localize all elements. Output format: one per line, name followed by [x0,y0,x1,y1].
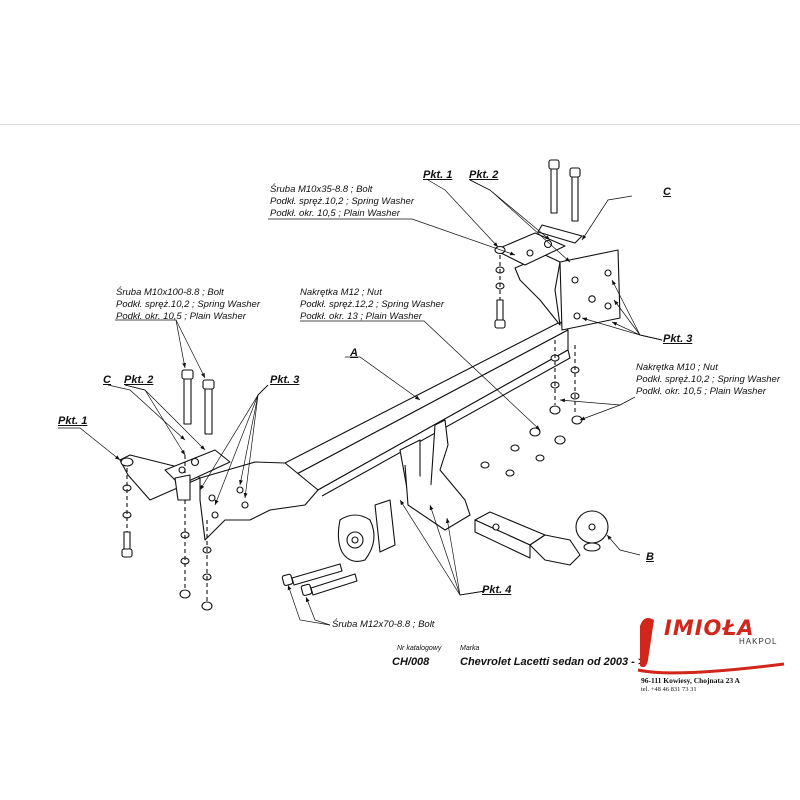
bolt-m12-label: Śruba M12x70-8.8 ; Bolt [332,619,435,630]
brand-address: 96-111 Kowiesy, Chojnata 23 A [641,676,740,685]
callout-pkt2-top: Pkt. 2 [469,169,499,181]
nut-m12-label-1: Nakrętka M12 ; Nut [300,287,382,298]
right-bracket [494,224,621,331]
hitch-plates [399,419,471,531]
bolt-left-label-3: Podkł. okr. 10,5 ; Plain Washer [116,311,246,322]
socket-plate [337,499,396,562]
bolt-top-right-label-1: Śruba M10x35-8.8 ; Bolt [270,184,373,195]
bolt-top-right-label-2: Podkł. spręż.10,2 ; Spring Washer [270,196,414,207]
brand-tel: tel. +48 46 831 73 31 [641,686,697,693]
nut-m10-label-2: Podkł. spręż.10,2 ; Spring Washer [636,374,780,385]
callout-pkt2-left: Pkt. 2 [124,374,154,386]
brand-name: IMIOŁA [664,616,755,640]
nut-m10-label-1: Nakrętka M10 ; Nut [636,362,718,373]
bolts-left [120,369,215,611]
callout-pkt4: Pkt. 4 [482,584,512,596]
ball-mount-b [474,510,609,566]
callout-a: A [350,347,358,359]
imiola-logo [637,618,785,675]
bolts-top-right [494,159,581,329]
callout-pkt3-left: Pkt. 3 [270,374,300,386]
bolt-top-right-label-3: Podkł. okr. 10,5 ; Plain Washer [270,208,400,219]
nut-m12-label-2: Podkł. spręż.12,2 ; Spring Washer [300,299,444,310]
callout-c-left: C [103,374,111,386]
callout-pkt3-right: Pkt. 3 [663,333,693,345]
nut-m10-label-3: Podkł. okr. 10,5 ; Plain Washer [636,386,766,397]
crossbar-a [284,321,571,497]
callout-b: B [646,551,654,563]
brand-model-label: Marka [460,645,480,652]
nut-m12-label-3: Podkł. okr. 13 ; Plain Washer [300,311,422,322]
bolt-left-label-2: Podkł. spręż.10,2 ; Spring Washer [116,299,260,310]
catalog-number: CH/008 [392,656,430,668]
left-bracket [119,449,319,541]
bolts-m12 [281,563,358,596]
page-divider [0,124,800,125]
callout-pkt1-left: Pkt. 1 [58,415,88,427]
nuts-right [480,340,583,477]
brand-sub: HAKPOL [739,637,778,646]
callout-c-top: C [663,186,671,198]
bolt-left-label-1: Śruba M10x100-8.8 ; Bolt [116,287,224,298]
brand-model: Chevrolet Lacetti sedan od 2003 - > [460,656,645,668]
callout-pkt1-top: Pkt. 1 [423,169,453,181]
catalog-number-label: Nr katalogowy [397,645,442,652]
